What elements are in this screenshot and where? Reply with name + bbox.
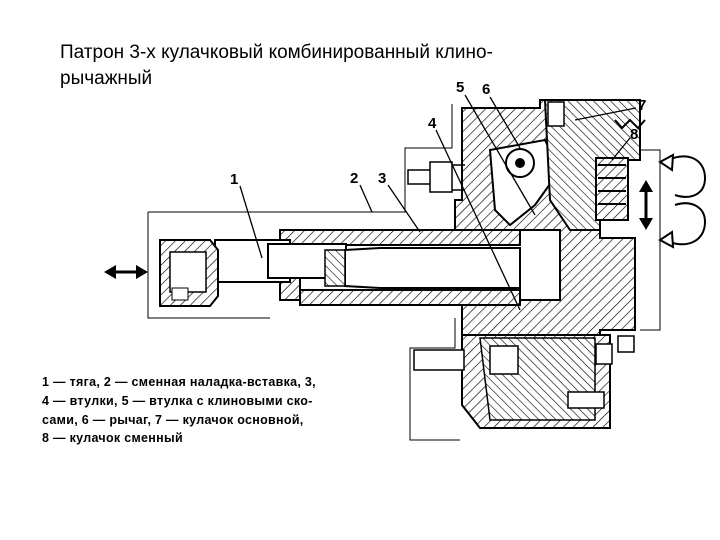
legend-line: 1 — тяга, 2 — сменная наладка-вставка, 3… bbox=[42, 375, 316, 389]
legend-line: 8 — кулачок сменный bbox=[42, 431, 183, 445]
legend-line: 4 — втулки, 5 — втулка с клиновыми ско- bbox=[42, 394, 313, 408]
envelope-outline bbox=[147, 104, 661, 441]
callout-2: 2 bbox=[350, 170, 358, 187]
legend-line: сами, 6 — рычаг, 7 — кулачок основной, bbox=[42, 413, 304, 427]
bottom-bolts bbox=[413, 335, 635, 409]
callout-4: 4 bbox=[428, 115, 437, 132]
leader-lines bbox=[239, 94, 637, 311]
parts-legend: 1 — тяга, 2 — сменная наладка-вставка, 3… bbox=[42, 375, 316, 445]
callout-6: 6 bbox=[482, 81, 490, 98]
callout-3: 3 bbox=[378, 170, 386, 187]
coupling bbox=[159, 239, 219, 307]
pull-rod bbox=[214, 239, 521, 289]
callout-7: 7 bbox=[638, 97, 646, 114]
replaceable-jaw bbox=[595, 118, 646, 221]
axial-motion-arrow bbox=[104, 265, 148, 279]
jaw-motion-arrow bbox=[639, 180, 653, 230]
lever bbox=[488, 138, 562, 227]
callout-1: 1 bbox=[230, 171, 238, 188]
rotation-arrows bbox=[658, 153, 707, 249]
callout-labels: 1 2 3 4 5 6 7 8 bbox=[230, 79, 646, 188]
callout-8: 8 bbox=[630, 126, 638, 143]
top-bolt bbox=[407, 161, 465, 193]
slide-title: Патрон 3-х кулачковый комбинированный кл… bbox=[60, 42, 493, 89]
callout-5: 5 bbox=[456, 79, 464, 96]
